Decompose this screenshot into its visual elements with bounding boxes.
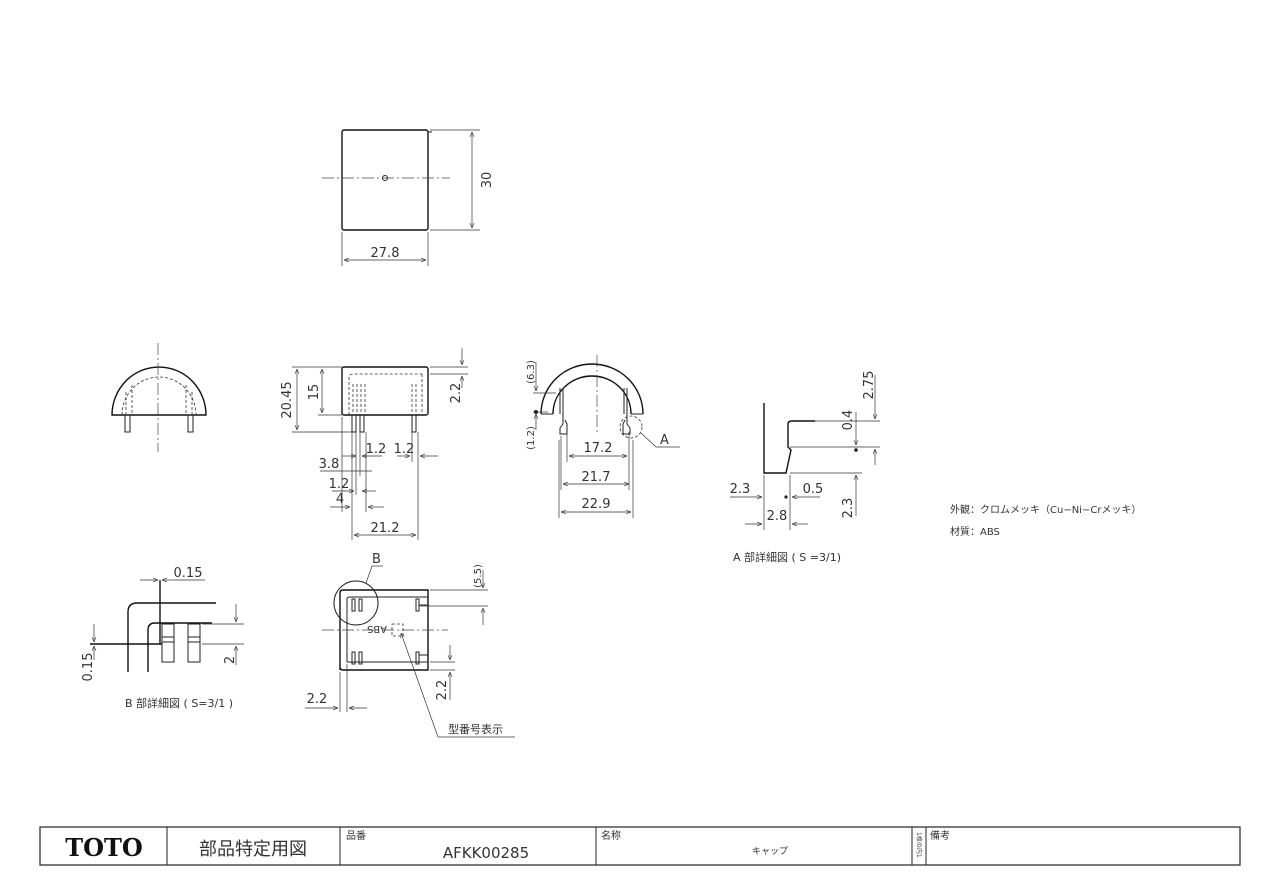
sheet-count: 1枚の内1: [915, 832, 923, 858]
name-label: 名称: [601, 829, 621, 842]
end-view: [111, 343, 207, 452]
document-type: 部品特定用図: [199, 839, 307, 860]
detail-a-title: A 部詳細図 ( S =3/1): [733, 550, 841, 564]
part-number-label: 品番: [346, 830, 366, 842]
dim-2-3-v: 2.3: [841, 498, 856, 519]
dim-offset-2: 4: [336, 492, 344, 507]
dim-b-top-0-15: 0.15: [174, 566, 203, 581]
dim-inner-width: 17.2: [584, 441, 613, 456]
dim-leg-width-2: 1.2: [394, 442, 415, 457]
bottom-view: ABS B (5.5) 2.2 2.2 型番号表示: [305, 552, 515, 738]
note-finish: 外観：クロムメッキ（Cu−Ni−Crメッキ）: [950, 503, 1141, 516]
dim-1-2: (1.2): [526, 426, 537, 450]
dim-0-4: 0.4: [841, 410, 856, 431]
side-view: (6.3) (1.2) 17.2 21.7 22.9 A: [526, 355, 680, 518]
callout-a: A: [660, 433, 669, 448]
dim-2-3-h: 2.3: [730, 482, 751, 497]
dim-b-left-0-15: 0.15: [81, 653, 96, 682]
detail-b: 0.15 0.15 2 B 部詳細図 ( S=3/1 ): [81, 566, 244, 710]
mirrored-mark-text: ABS: [367, 623, 387, 634]
part-name: キャップ: [752, 846, 788, 857]
toto-logo: TOTO: [65, 833, 143, 862]
dim-span: 21.2: [371, 521, 400, 536]
dim-2-75: 2.75: [862, 371, 877, 400]
detail-b-title: B 部詳細図 ( S=3/1 ): [125, 696, 233, 710]
dim-outer-width: 22.9: [582, 497, 611, 512]
dim-width: 27.8: [371, 246, 400, 261]
dim-height: 30: [480, 172, 495, 189]
dim-2-2-h: 2.2: [307, 692, 328, 707]
top-view: 30 27.8: [322, 129, 495, 266]
dim-b-2: 2: [223, 656, 238, 664]
part-number: AFKK00285: [443, 844, 529, 862]
dim-offset-1: 3.8: [319, 457, 340, 472]
dim-total-height: 20.45: [280, 381, 295, 418]
callout-b: B: [372, 552, 381, 567]
dim-top: 2.2: [449, 383, 464, 404]
dim-2-2-v: 2.2: [435, 680, 450, 701]
dim-0-5: 0.5: [803, 482, 824, 497]
dim-6-3: (6.3): [526, 360, 537, 384]
model-number-label: 型番号表示: [448, 722, 503, 736]
dim-2-8: 2.8: [767, 509, 788, 524]
note-material: 材質：ABS: [950, 525, 1000, 538]
detail-a: 2.75 0.4 2.3 2.3 0.5 2.8 A 部詳細図 ( S =3/1…: [730, 371, 880, 564]
dim-body-height: 15: [307, 384, 322, 401]
front-view: 20.45 15 2.2 1.2 1.2 3.8 1.2 4 21.2: [280, 348, 468, 540]
dim-leg-width-3: 1.2: [329, 477, 350, 492]
remarks-label: 備考: [930, 829, 950, 842]
dim-mid-width: 21.7: [582, 470, 611, 485]
title-block: TOTO 部品特定用図 品番 AFKK00285 名称 キャップ 1枚の内1 備…: [39, 826, 1241, 866]
dim-5-5: (5.5): [473, 564, 484, 588]
dim-leg-width-1: 1.2: [366, 442, 387, 457]
